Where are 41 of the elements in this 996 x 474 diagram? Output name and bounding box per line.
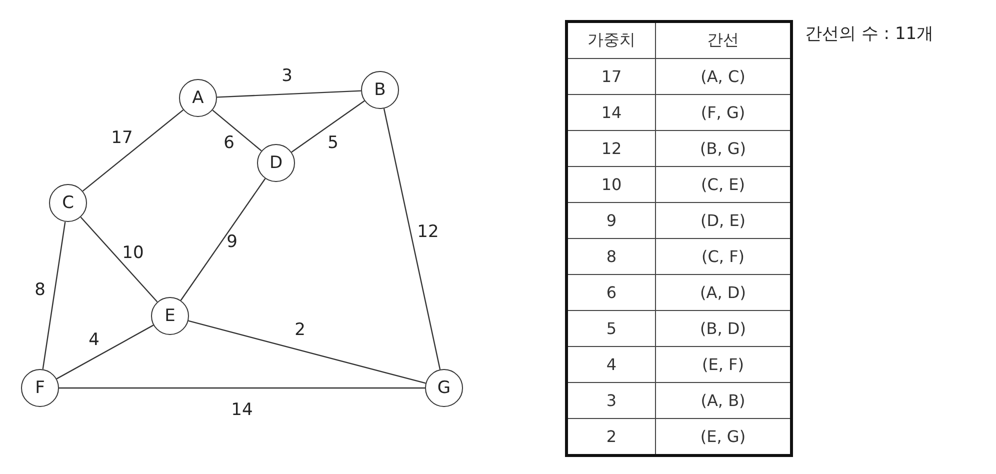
- edge-weight: 9: [226, 232, 238, 252]
- edge-line: [42, 222, 66, 370]
- vertex-circle: E: [151, 297, 189, 335]
- table-cell: 9: [566, 202, 656, 238]
- edge-weight: 17: [111, 128, 133, 148]
- table-cell: 6: [566, 274, 656, 310]
- edge-weight: 2: [294, 320, 306, 340]
- edge-line: [216, 90, 362, 98]
- edge-line: [59, 387, 425, 389]
- edge-line: [291, 100, 365, 153]
- vertex-circle: B: [361, 71, 399, 109]
- table-cell: 14: [566, 94, 656, 130]
- table-cell: 8: [566, 238, 656, 274]
- edge-line: [188, 320, 426, 384]
- edge-weight: 3: [282, 66, 292, 86]
- table-cell: 12: [566, 130, 656, 166]
- vertex-circle: F: [21, 369, 59, 407]
- table-cell: 10: [566, 166, 656, 202]
- edge-line: [56, 324, 154, 380]
- header-cell: 가중치: [566, 22, 656, 58]
- table-cell: 17: [566, 58, 656, 94]
- vertex-circle: C: [49, 184, 87, 222]
- edge-weight: 5: [328, 133, 338, 153]
- edge-line: [180, 178, 266, 301]
- edge-count-note: 간선의 수 : 11개: [805, 23, 934, 45]
- edge-weight: 6: [224, 133, 234, 153]
- edge-line: [80, 216, 158, 302]
- edge-weight: 4: [88, 330, 100, 350]
- edge-weight: 8: [34, 280, 46, 300]
- edge-weight: 12: [417, 222, 439, 242]
- edge-weight: 10: [122, 243, 144, 263]
- vertex-circle: G: [425, 369, 463, 407]
- table-cell: 3: [566, 382, 656, 418]
- edge-line: [82, 109, 184, 192]
- edge-weight: 14: [231, 400, 253, 420]
- edge-line: [212, 110, 262, 152]
- vertex-circle: A: [179, 79, 217, 117]
- edge-line: [383, 108, 441, 370]
- table-cell: 5: [566, 310, 656, 346]
- vertex-circle: D: [257, 144, 295, 182]
- table-cell: 4: [566, 346, 656, 382]
